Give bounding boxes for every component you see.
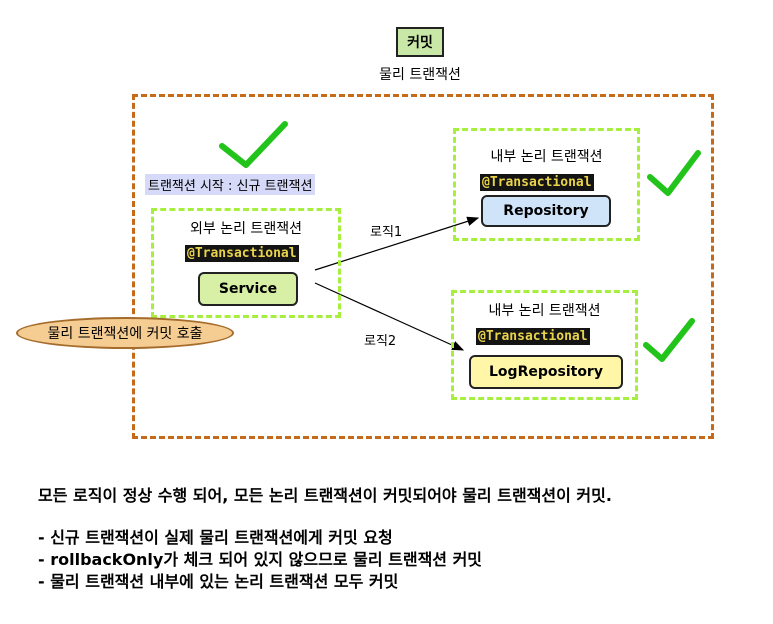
inner2-logical-transaction-title: 내부 논리 트랜잭션 — [488, 303, 601, 319]
physical-commit-call-label: 물리 트랜잭션에 커밋 호출 — [16, 317, 234, 349]
bullet-item: - 물리 트랜잭션 내부에 있는 논리 트랜잭션 모두 커밋 — [38, 572, 399, 591]
bullet-item: - 신규 트랜잭션이 실제 물리 트랜잭션에게 커밋 요청 — [38, 528, 393, 547]
repository-node: Repository — [481, 195, 611, 227]
logic1-label: 로직1 — [370, 225, 403, 240]
transaction-start-label: 트랜잭션 시작 : 신규 트랜잭션 — [145, 174, 316, 195]
log-repository-node: LogRepository — [469, 355, 623, 389]
check-icon-outer — [219, 121, 288, 168]
physical-transaction-frame — [132, 94, 714, 439]
summary-text: 모든 로직이 정상 수행 되어, 모든 논리 트랜잭션이 커밋되어야 물리 트랜… — [38, 486, 612, 505]
inner2-logical-transaction-frame — [451, 290, 638, 400]
check-icon-inner2 — [643, 318, 695, 362]
outer-logical-transaction-title: 외부 논리 트랜잭션 — [190, 221, 302, 237]
check-icon-inner1 — [647, 150, 701, 196]
inner1-transactional-annotation: @Transactional — [480, 174, 594, 191]
logic1-arrow — [314, 216, 480, 271]
physical-transaction-label: 물리 트랜잭션 — [379, 67, 461, 83]
commit-box: 커밋 — [396, 27, 444, 57]
outer-logical-transaction-frame — [151, 208, 341, 318]
inner1-logical-transaction-title: 내부 논리 트랜잭션 — [490, 149, 603, 165]
inner2-transactional-annotation: @Transactional — [476, 328, 590, 345]
bullet-item: - rollbackOnly가 체크 되어 있지 않으므로 물리 트랜잭션 커밋 — [38, 550, 483, 569]
outer-transactional-annotation: @Transactional — [185, 245, 299, 262]
logic2-label: 로직2 — [364, 334, 397, 349]
service-node: Service — [198, 272, 298, 306]
bullet-list: - 신규 트랜잭션이 실제 물리 트랜잭션에게 커밋 요청 - rollback… — [38, 527, 482, 593]
inner1-logical-transaction-frame — [453, 128, 640, 241]
